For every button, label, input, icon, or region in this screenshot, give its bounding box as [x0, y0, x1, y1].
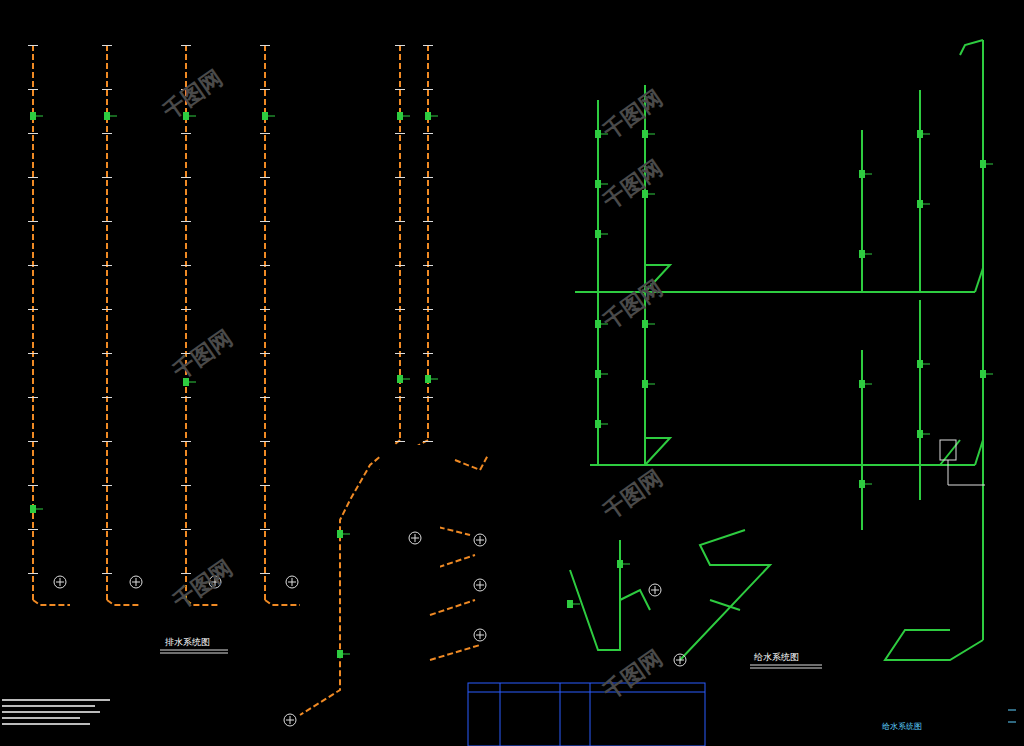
- watermark: 千图网: [167, 324, 238, 386]
- watermark: 千图网: [597, 644, 668, 706]
- watermark: 千图网: [597, 154, 668, 216]
- drawing-title: 给水系统图: [880, 722, 924, 732]
- watermark: 千图网: [597, 84, 668, 146]
- drawing-label: 给水系统图: [752, 652, 801, 663]
- watermark: 千图网: [167, 554, 238, 616]
- watermark: 千图网: [157, 64, 228, 126]
- watermark: 千图网: [597, 274, 668, 336]
- drawing-label: 排水系统图: [163, 637, 212, 648]
- watermark: 千图网: [597, 464, 668, 526]
